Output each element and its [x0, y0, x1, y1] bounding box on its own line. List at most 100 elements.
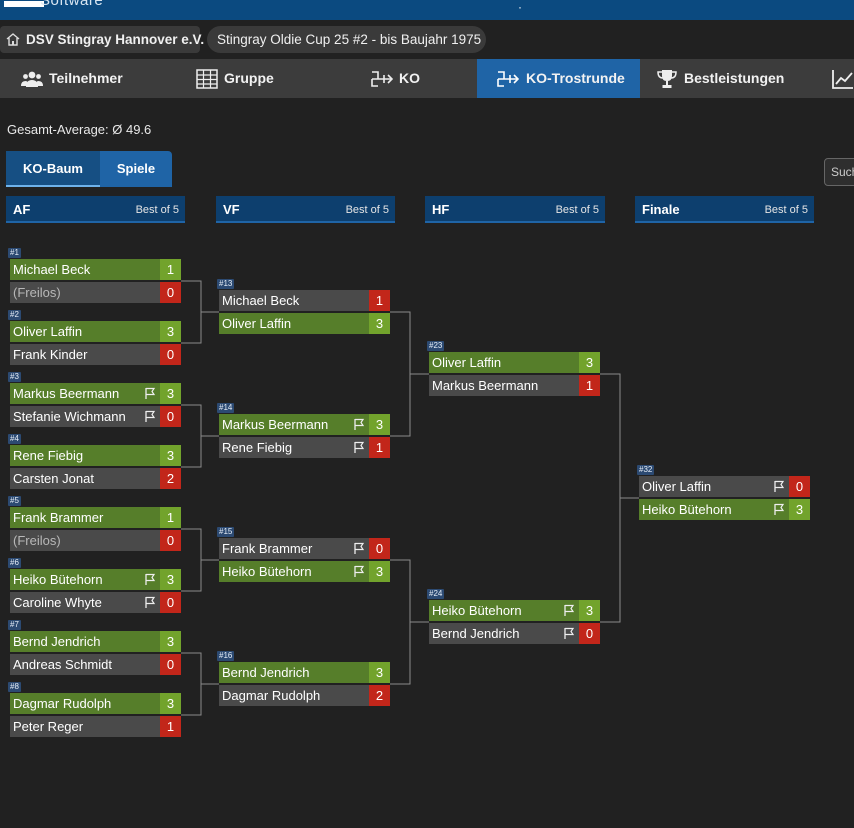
- tab-bestleistungen[interactable]: Bestleistungen: [656, 59, 816, 98]
- round-name: VF: [223, 202, 240, 217]
- round-header-af: AF Best of 5: [6, 196, 185, 223]
- match-player-row[interactable]: (Freilos)0: [10, 530, 181, 551]
- match-number: #4: [8, 434, 21, 444]
- flag-icon: [354, 565, 365, 577]
- breadcrumb: DSV Stingray Hannover e.V. Stingray Oldi…: [0, 20, 854, 58]
- player-name: Stefanie Wichmann: [10, 406, 160, 427]
- round-name: HF: [432, 202, 450, 217]
- tab-gruppe[interactable]: Gruppe: [196, 59, 346, 98]
- bracket-connector-line: [390, 559, 429, 685]
- player-score: 1: [160, 507, 181, 528]
- tab-teilnehmer[interactable]: Teilnehmer: [21, 59, 171, 98]
- match-number: #14: [217, 403, 235, 413]
- match-player-row[interactable]: (Freilos)0: [10, 282, 181, 303]
- match-number: #13: [217, 279, 235, 289]
- tab-statistik[interactable]: [832, 59, 854, 98]
- tab-bestleistungen-label: Bestleistungen: [684, 70, 785, 86]
- player-score: 1: [160, 716, 181, 737]
- round-best-of: Best of 5: [345, 204, 389, 216]
- player-name: Dagmar Rudolph: [10, 693, 160, 714]
- player-name: Peter Reger: [10, 716, 160, 737]
- bracket-connector-line: [181, 280, 219, 344]
- search-input[interactable]: Suchen: [824, 158, 854, 186]
- player-score: 3: [160, 445, 181, 466]
- tab-ko-trostrunde[interactable]: KO-Trostrunde: [477, 59, 640, 98]
- player-name: Oliver Laffin: [219, 313, 369, 334]
- player-score: 0: [160, 592, 181, 613]
- player-name: Dagmar Rudolph: [219, 685, 369, 706]
- player-name: Rene Fiebig: [10, 445, 160, 466]
- player-score: 3: [579, 352, 600, 373]
- player-score: 3: [369, 414, 390, 435]
- breadcrumb-tournament[interactable]: Stingray Oldie Cup 25 #2 - bis Baujahr 1…: [207, 26, 486, 53]
- match-number: #24: [427, 589, 445, 599]
- player-score: 0: [160, 282, 181, 303]
- round-name: Finale: [642, 202, 680, 217]
- breadcrumb-club[interactable]: DSV Stingray Hannover e.V.: [0, 26, 204, 53]
- match-number: #23: [427, 341, 445, 351]
- player-score: 0: [160, 344, 181, 365]
- player-name: Heiko Bütehorn: [10, 569, 160, 590]
- tab-spiele[interactable]: Spiele: [100, 151, 172, 187]
- player-score: 3: [789, 499, 810, 520]
- match-number: #7: [8, 620, 21, 630]
- trophy-icon: [657, 70, 677, 88]
- users-icon: [21, 71, 43, 87]
- flag-icon: [564, 604, 575, 616]
- flag-icon: [145, 596, 156, 608]
- player-score: 3: [369, 561, 390, 582]
- player-score: 3: [160, 693, 181, 714]
- round-header-vf: VF Best of 5: [216, 196, 395, 223]
- player-score: 1: [160, 259, 181, 280]
- tab-ko[interactable]: KO: [371, 59, 451, 98]
- player-name: Heiko Bütehorn: [429, 600, 579, 621]
- player-name: Heiko Bütehorn: [219, 561, 369, 582]
- player-score: 0: [160, 530, 181, 551]
- player-score: 3: [579, 600, 600, 621]
- round-header-hf: HF Best of 5: [425, 196, 605, 223]
- round-header-finale: Finale Best of 5: [635, 196, 814, 223]
- player-score: 0: [579, 623, 600, 644]
- flag-icon: [564, 627, 575, 639]
- player-name: Bernd Jendrich: [10, 631, 160, 652]
- total-average: Gesamt-Average: Ø 49.6: [7, 122, 152, 137]
- player-name: Caroline Whyte: [10, 592, 160, 613]
- player-score: 1: [579, 375, 600, 396]
- player-name: Rene Fiebig: [219, 437, 369, 458]
- player-name: Heiko Bütehorn: [639, 499, 789, 520]
- match-number: #32: [637, 465, 655, 475]
- player-score: 1: [369, 437, 390, 458]
- table-icon: [196, 69, 218, 89]
- match-number: #8: [8, 682, 21, 692]
- player-name: Bernd Jendrich: [429, 623, 579, 644]
- tab-ko-baum[interactable]: KO-Baum: [6, 151, 100, 187]
